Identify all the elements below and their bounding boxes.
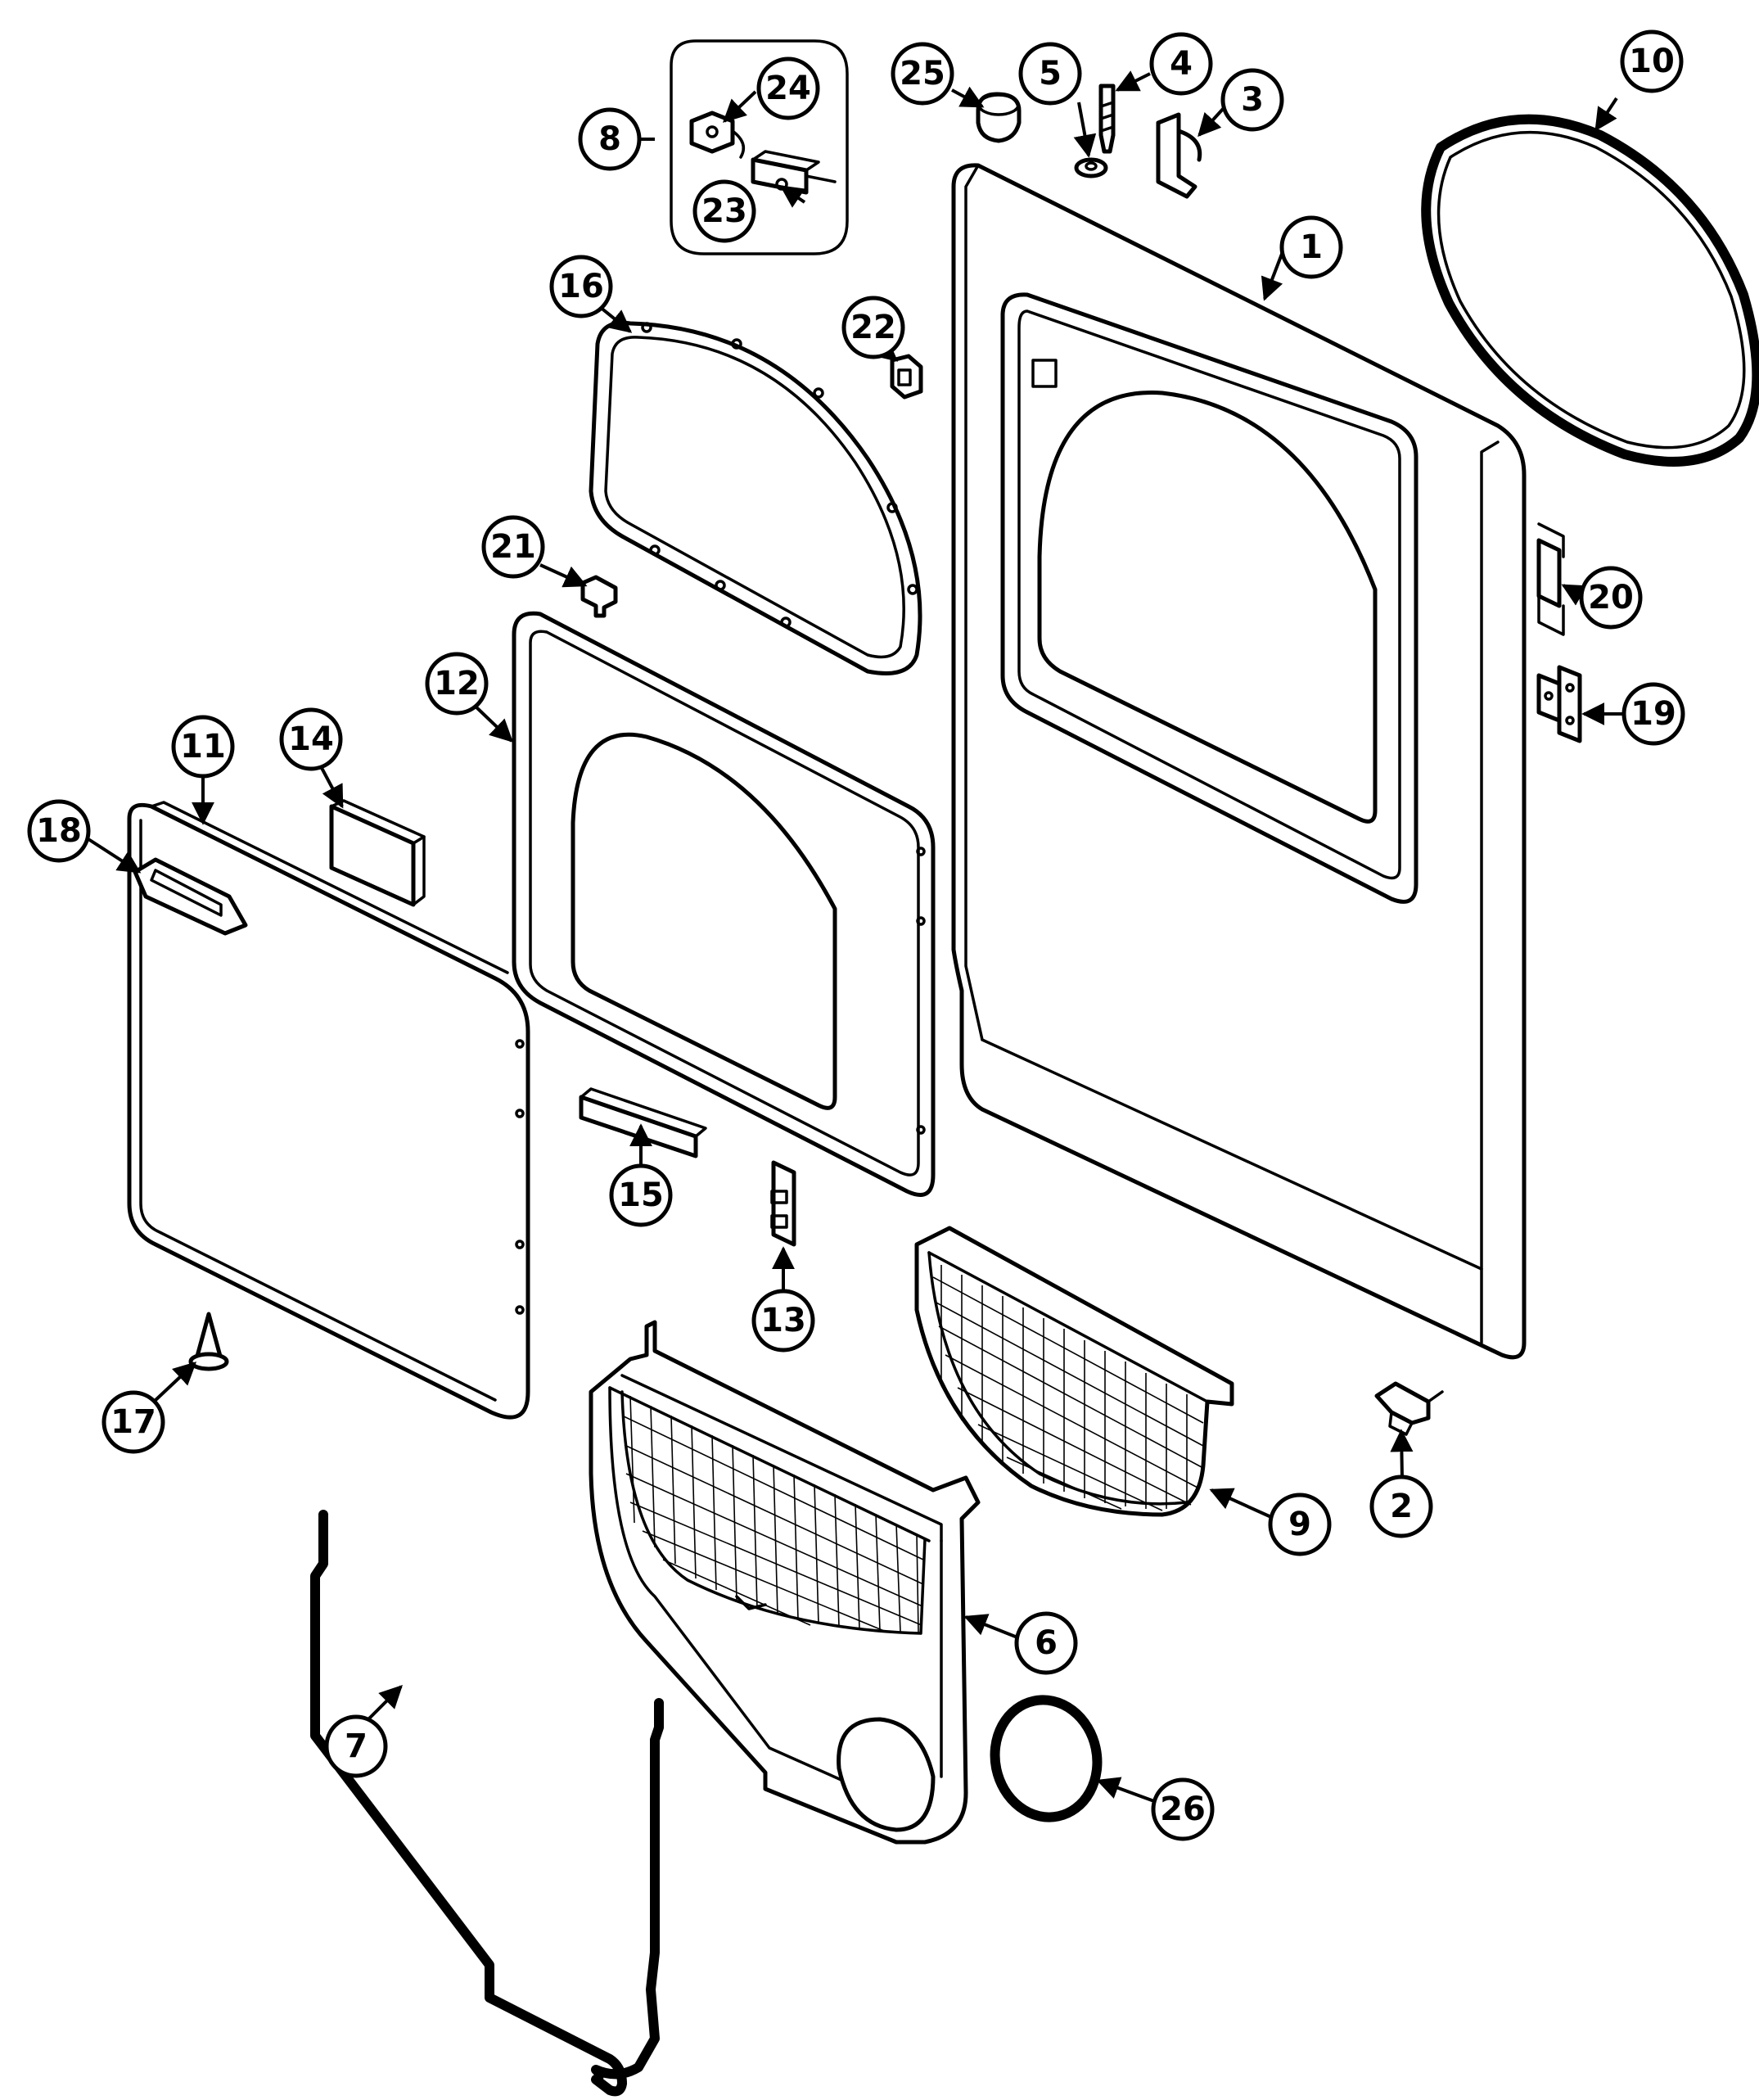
pad-part	[329, 799, 426, 907]
indicator-window	[1031, 359, 1058, 388]
callout-17: 17	[101, 1390, 165, 1454]
callout-4: 4	[1149, 32, 1213, 96]
svg-text:3: 3	[1241, 81, 1264, 119]
washer-part	[1074, 157, 1108, 178]
gasket-ring-part	[1421, 114, 1759, 467]
seal-strip-part	[310, 1510, 664, 2097]
callout-18: 18	[27, 799, 91, 863]
callout-5: 5	[1018, 42, 1082, 106]
svg-text:6: 6	[1035, 1624, 1058, 1662]
callout-26: 26	[1151, 1777, 1215, 1841]
svg-text:2: 2	[1390, 1488, 1413, 1525]
callout-23: 23	[692, 179, 756, 243]
front-panel-part	[951, 163, 1527, 1360]
inset-box	[670, 39, 849, 255]
callout-1: 1	[1279, 215, 1343, 279]
lint-duct-mesh	[623, 1395, 924, 1633]
callout-8: 8	[578, 107, 642, 171]
callout-13: 13	[751, 1289, 815, 1353]
inner-door-frame-part	[589, 320, 922, 675]
svg-text:26: 26	[1160, 1791, 1206, 1828]
door-panel-part	[127, 801, 530, 1420]
svg-text:5: 5	[1039, 55, 1062, 93]
svg-text:14: 14	[288, 720, 334, 758]
svg-text:18: 18	[36, 812, 82, 850]
callout-21: 21	[481, 515, 545, 579]
push-pin-part	[188, 1312, 229, 1371]
svg-text:7: 7	[345, 1727, 368, 1765]
svg-text:11: 11	[180, 728, 226, 765]
door-frame-part	[512, 611, 936, 1197]
callouts: 1 2 3 4 5 6 7 8 9 10 11 12 13 14 15 16 1…	[27, 29, 1685, 1841]
callout-14: 14	[279, 707, 343, 771]
svg-text:20: 20	[1588, 579, 1634, 616]
callout-2: 2	[1369, 1475, 1433, 1538]
svg-text:4: 4	[1170, 45, 1193, 83]
duct-ring-gasket-part	[990, 1695, 1103, 1822]
svg-text:19: 19	[1630, 695, 1676, 733]
svg-text:21: 21	[490, 528, 536, 566]
callout-12: 12	[425, 652, 489, 716]
callout-3: 3	[1220, 68, 1284, 132]
hinge-plate-part	[770, 1160, 796, 1247]
callout-16: 16	[549, 255, 613, 318]
callout-10: 10	[1620, 29, 1684, 93]
svg-text:22: 22	[850, 309, 896, 346]
clip-part	[1156, 112, 1202, 199]
bumper-part	[890, 354, 923, 400]
svg-text:12: 12	[434, 665, 480, 702]
bracket-part	[1374, 1381, 1444, 1436]
callout-6: 6	[1014, 1611, 1078, 1675]
svg-text:17: 17	[111, 1403, 156, 1441]
strip-part	[579, 1087, 707, 1158]
callout-19: 19	[1621, 682, 1685, 746]
lint-screen-part	[914, 1226, 1234, 1517]
svg-text:9: 9	[1288, 1506, 1311, 1543]
plug-part	[976, 92, 1022, 143]
small-clip-part	[580, 575, 618, 618]
svg-text:15: 15	[618, 1176, 664, 1214]
callout-25: 25	[891, 42, 954, 106]
screw-part	[1098, 84, 1116, 154]
svg-text:10: 10	[1629, 43, 1675, 80]
svg-text:25: 25	[900, 55, 945, 93]
callout-15: 15	[609, 1163, 673, 1227]
door-handle-part	[133, 857, 248, 936]
callout-11: 11	[171, 715, 235, 779]
svg-text:23: 23	[701, 192, 747, 230]
lint-screen-mesh	[932, 1265, 1204, 1511]
lower-hinge-part	[1536, 665, 1582, 743]
leader-lines	[87, 70, 1625, 1803]
lint-duct-part	[589, 1320, 981, 1845]
svg-text:24: 24	[765, 70, 811, 107]
svg-text:1: 1	[1300, 228, 1323, 266]
svg-text:13: 13	[760, 1302, 806, 1339]
callout-24: 24	[756, 56, 820, 120]
callout-9: 9	[1268, 1493, 1332, 1556]
svg-text:8: 8	[598, 120, 621, 158]
upper-hinge-part	[1536, 522, 1565, 636]
callout-7: 7	[324, 1714, 388, 1778]
svg-text:16: 16	[558, 268, 604, 305]
callout-20: 20	[1579, 566, 1643, 630]
callout-22: 22	[841, 296, 905, 359]
